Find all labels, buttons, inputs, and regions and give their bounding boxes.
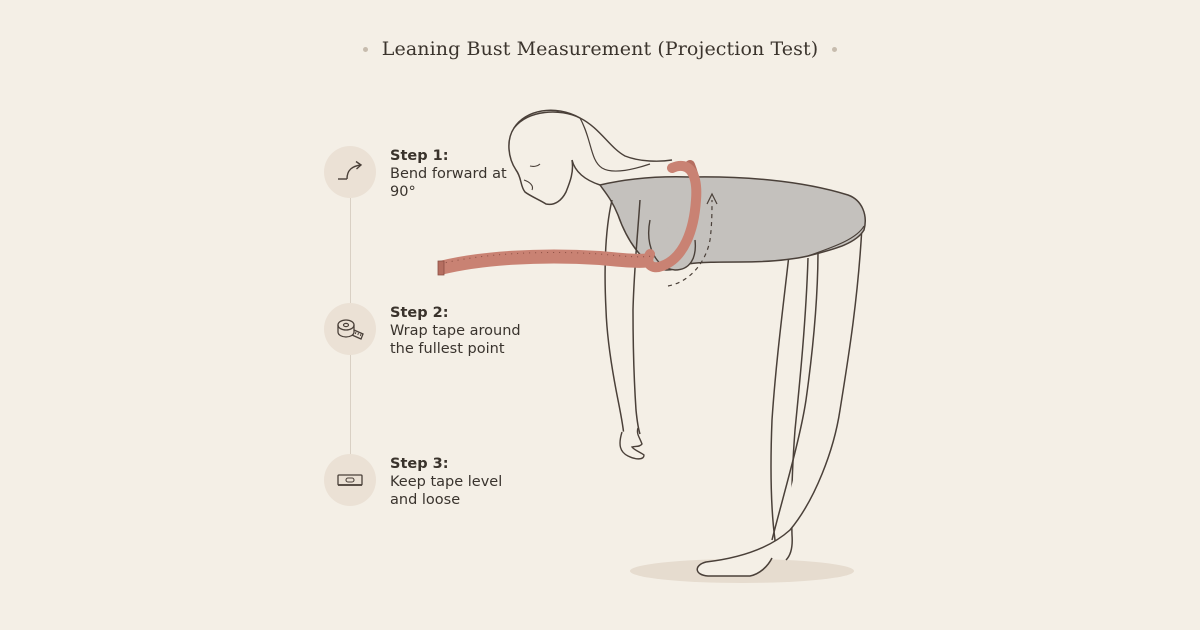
arm-outer <box>604 199 625 439</box>
step-1-label: Step 1: <box>390 148 449 164</box>
step-3-text: Keep tape level and loose <box>390 474 503 508</box>
leg-back <box>734 245 791 566</box>
hair <box>513 109 673 162</box>
step-1: Step 1: Bend forward at 90° <box>324 146 530 201</box>
leg-front <box>696 225 863 577</box>
title-dot-right <box>832 46 838 52</box>
neck <box>571 159 601 186</box>
hand <box>619 427 645 460</box>
dashed-guide-arrow <box>667 199 713 287</box>
page-title: Leaning Bust Measurement (Projection Tes… <box>381 38 819 60</box>
leg-front-inner <box>771 249 819 541</box>
tape-loose-end <box>438 249 654 275</box>
bend-arrow-icon <box>324 146 376 198</box>
head <box>508 111 581 206</box>
step-2-text: Wrap tape around the fullest point <box>390 323 521 357</box>
title-row: Leaning Bust Measurement (Projection Tes… <box>0 38 1200 60</box>
step-3-label: Step 3: <box>390 456 449 472</box>
step-1-text: Bend forward at 90° <box>390 166 507 200</box>
tape-measure-icon <box>324 303 376 355</box>
arm-inner <box>632 199 641 435</box>
bust <box>648 219 697 271</box>
step-2: Step 2: Wrap tape around the fullest poi… <box>324 303 530 358</box>
title-dot-left <box>362 46 368 52</box>
step-3: Step 3: Keep tape level and loose <box>324 454 530 509</box>
level-icon <box>324 454 376 506</box>
step-2-label: Step 2: <box>390 305 449 321</box>
